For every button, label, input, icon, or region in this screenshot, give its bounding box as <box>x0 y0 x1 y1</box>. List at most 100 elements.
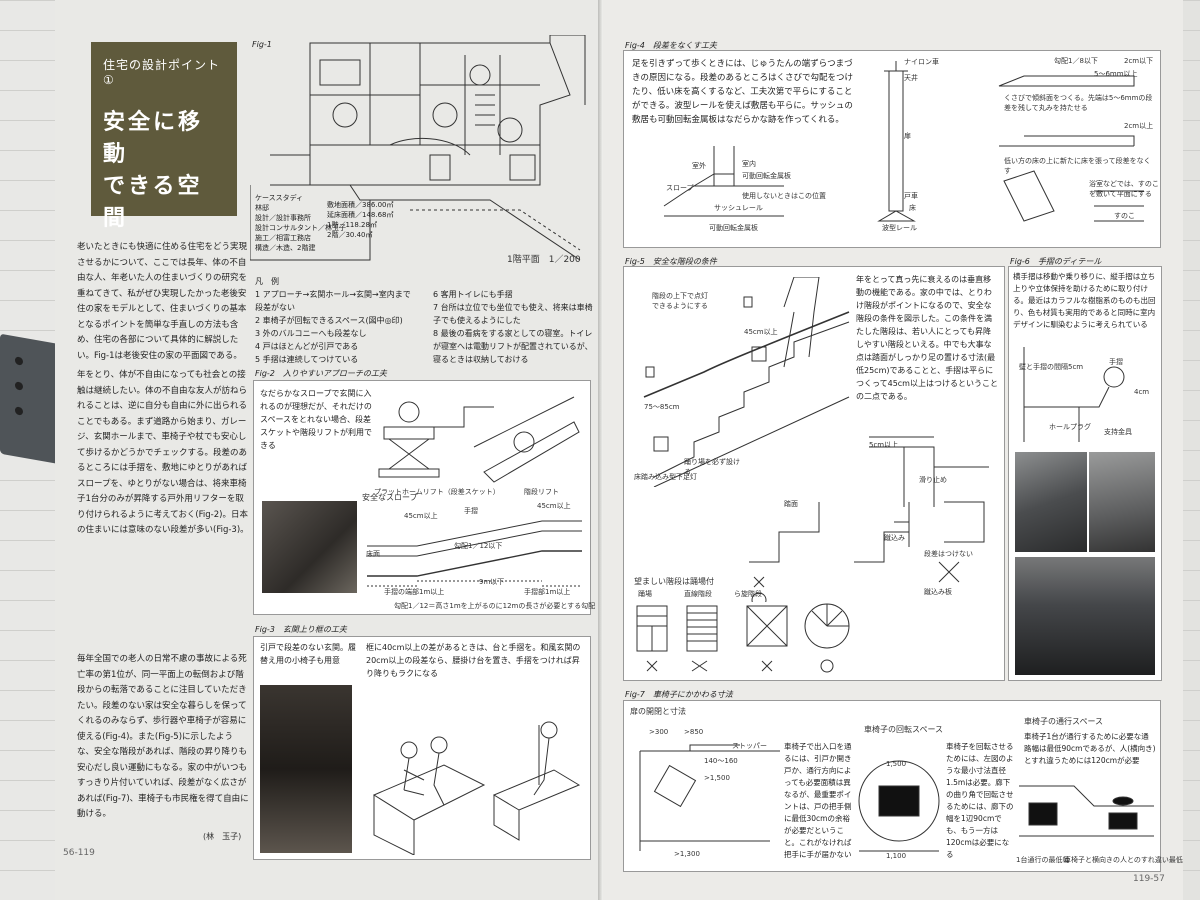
fig2-label: Fig-2 入りやすいアプローチの工夫 <box>255 369 387 378</box>
stair-type: 直線階段 <box>684 590 712 598</box>
fig7-dim: >1,500 <box>704 774 730 782</box>
fig5-lbl: 段差はつけない <box>924 550 973 558</box>
case-study-line: ケーススタディ <box>255 194 304 202</box>
ramp-label: 手摺の端部1m以上 <box>384 588 445 596</box>
fig7-caption: 車椅子と横向きの人とのすれ違い最低幅 <box>1064 856 1183 864</box>
title-line-1: 安全に移動 <box>103 110 204 167</box>
fig2-panel: なだらかなスロープで玄関に入れるのが理想だが、それだけのスペースをとれない場合、… <box>253 380 595 615</box>
legend-item: 3 外のバルコニーへも段差なし <box>255 329 367 338</box>
legend-title: 凡 例 <box>255 277 279 286</box>
fig7-sub3: 車椅子の通行スペース <box>1024 717 1104 726</box>
ramp-note: 勾配1／12＝高さ1mを上がるのに12mの長さが必要とする勾配 <box>394 602 596 610</box>
case-study-line: 施工／相富工務店 <box>255 234 311 242</box>
legend-item: 1 アプローチ→玄関ホール→玄関→室内まで 段差がない <box>255 290 411 312</box>
entrance-step-drawings <box>372 721 581 855</box>
title-line-2: できる空間 <box>103 174 203 231</box>
fig6-panel: 横手摺は移動や乗り移りに、縦手摺は立ち上りや立体保持を助けるために取り付ける。最… <box>1008 266 1162 681</box>
fig2-ramp-title: 安全なスロープ <box>362 493 418 502</box>
fig3-text-b: 框に40cm以上の差があるときは、台と手摺を。和風玄関の20cm以上の段差なら、… <box>366 643 581 678</box>
fig4-panel: 足を引きずって歩くときには、じゅうたんの端ずらつまづきの原因になる。段差のあると… <box>623 50 1161 248</box>
fig7-dim: 1,500 <box>886 760 907 768</box>
fig7-dim: 140〜160 <box>704 757 738 765</box>
fig4-lbl: 戸車 <box>904 192 918 200</box>
fig3-text-a: 引戸で段差のない玄関。履替え用の小椅子も用意 <box>260 643 356 665</box>
fig4-lbl: 室外 <box>692 162 706 170</box>
case-study: ケーススタディ 林邸 設計／設計事務所 設計コンサルタント／林玉子 施工／相富工… <box>255 193 346 253</box>
fig4-note: くさびで傾斜面をつくる。先端は5〜6mmの段差を残して丸みを持たせる <box>1004 94 1153 112</box>
fig6-lbl: 支持金具 <box>1104 428 1132 436</box>
fig7-dim: >1,300 <box>674 850 700 858</box>
area-line: 延床面積／148.68㎡ <box>327 211 394 219</box>
fig4-dim: 2cm以上 <box>1124 122 1154 130</box>
fig7-sub2: 車椅子の回転スペース <box>864 725 944 734</box>
fig4-lbl: 可動回転金属板 <box>742 172 791 180</box>
case-study-line: 構造／木造、2階建 <box>255 244 316 252</box>
body-text-3: 毎年全国での老人の日常不慮の事故による死亡率の第1位が、同一平面上の転倒および階… <box>77 654 249 819</box>
fig5-label: Fig-5 安全な階段の条件 <box>625 257 717 266</box>
corridor-photo <box>1015 557 1155 675</box>
handrail-detail <box>1023 347 1125 442</box>
fig4-label: Fig-4 段差をなくす工夫 <box>625 41 717 50</box>
fig4-dim: 5〜6mm以上 <box>1094 70 1138 78</box>
fig5-lbl: 45cm以上 <box>744 328 778 336</box>
fig4-dim: すのこ <box>1114 212 1135 220</box>
fig6-text: 横手摺は移動や乗り移りに、縦手摺は立ち上りや立体保持を助けるために取り付ける。最… <box>1013 272 1156 329</box>
fig7-dim: ストッパー <box>732 742 767 750</box>
fig7-text-a: 車椅子で出入口を通るには、引戸か開き戸か、通行方向によっても必要面積は異なるが、… <box>784 742 852 859</box>
fig7-caption: 1台通行の最低幅 <box>1016 856 1070 864</box>
ramp-label: 床面 <box>366 550 380 558</box>
background-ruler-right <box>1183 0 1200 900</box>
ramp-label: 手摺部1m以上 <box>524 588 571 596</box>
fig3-label: Fig-3 玄関上り框の工夫 <box>255 625 347 634</box>
fig2-text: なだらかなスロープで玄関に入れるのが理想だが、それだけのスペースをとれない場合、… <box>260 389 372 450</box>
fig7-panel: 扉の開閉と寸法 >300 >850 ストッパー 140〜160 >1,500 >… <box>623 700 1183 872</box>
step-profile-drawings <box>749 501 985 602</box>
door-clearance-drawing <box>639 744 780 851</box>
fig4-lbl: 床 <box>909 204 916 212</box>
ramp-diagram <box>367 520 582 587</box>
fig4-note: 低い方の床の上に新たに床を張って段差をなくす <box>1004 157 1151 175</box>
passage-width-drawing <box>1019 785 1154 837</box>
rotating-plate-drawing <box>663 146 784 217</box>
legend-item: 2 車椅子が回転できるスペース(図中◎印) <box>255 316 403 325</box>
fig4-text: 足を引きずって歩くときには、じゅうたんの端ずらつまづきの原因になる。段差のあると… <box>632 59 854 125</box>
fig4-lbl: サッシュレール <box>714 204 763 212</box>
fig2-sub1: プラットホームリフト（段差スケット） <box>374 488 500 496</box>
fig6-lbl: 4cm <box>1134 388 1150 396</box>
page-number-left: 56-119 <box>63 848 95 858</box>
right-page: Fig-4 段差をなくす工夫 足を引きずって歩くときには、じゅうたんの端ずらつま… <box>603 0 1183 900</box>
fig5-lbl: 滑り止め <box>919 476 947 484</box>
turning-space-drawing <box>858 760 940 852</box>
author: (林 玉子) <box>203 832 242 841</box>
fig5-lbl: 75〜85cm <box>644 403 680 411</box>
ramp-label: 45cm以上 <box>537 502 571 510</box>
legend-item: 5 手摺は連続してつけている <box>255 355 359 364</box>
fig3-panel: 引戸で段差のない玄関。履替え用の小椅子も用意 框に40cm以上の差があるときは、… <box>253 636 591 860</box>
legend-item: 8 最後の看病をする家としての寝室。トイレが寝室へは電動リフトが配置されているが… <box>433 329 593 364</box>
fig6-label: Fig-6 手摺のディテール <box>1010 257 1102 266</box>
lift-drawings <box>378 396 580 483</box>
fig4-lbl: 使用しないときはこの位置 <box>742 192 826 200</box>
plan-caption: 1階平面 1／200 <box>507 255 581 265</box>
section-title-box: 住宅の設計ポイント ① 安全に移動 できる空間 <box>91 42 237 231</box>
fig4-lbl: 天井 <box>904 74 918 82</box>
fig5-lbl: 5cm以上 <box>869 441 899 449</box>
fig4-dim: 2cm以下 <box>1124 57 1154 65</box>
fig6-lbl: 壁と手摺の間隔5cm <box>1019 363 1084 371</box>
area-line: 敷地面積／386.00㎡ <box>327 201 394 209</box>
approach-photo <box>262 501 357 593</box>
fig7-text-b: 車椅子を回転させるためには、左図のような最小寸法直径1.5mは必要。廊下の曲り角… <box>946 742 1014 859</box>
fig2-sub2: 階段リフト <box>524 488 559 496</box>
area-line: 2階／30.40㎡ <box>327 231 373 239</box>
section-label: 住宅の設計ポイント ① <box>103 58 221 87</box>
ramp-label: 45cm以上 <box>404 512 438 520</box>
stair-type: ら旋階段 <box>734 590 762 598</box>
fig4-lbl: 室内 <box>742 160 756 168</box>
fig4-sub2: 波型レール <box>882 224 917 232</box>
fig4-note: 浴室などでは、すのこを敷いて平面にする <box>1089 180 1159 198</box>
wave-rail-drawing <box>877 61 916 222</box>
fig6-lbl: ホールプラグ <box>1049 423 1091 431</box>
ramp-label: 9m以下 <box>479 578 505 586</box>
wedge-drawings <box>998 75 1144 222</box>
nosing-detail <box>869 436 989 507</box>
